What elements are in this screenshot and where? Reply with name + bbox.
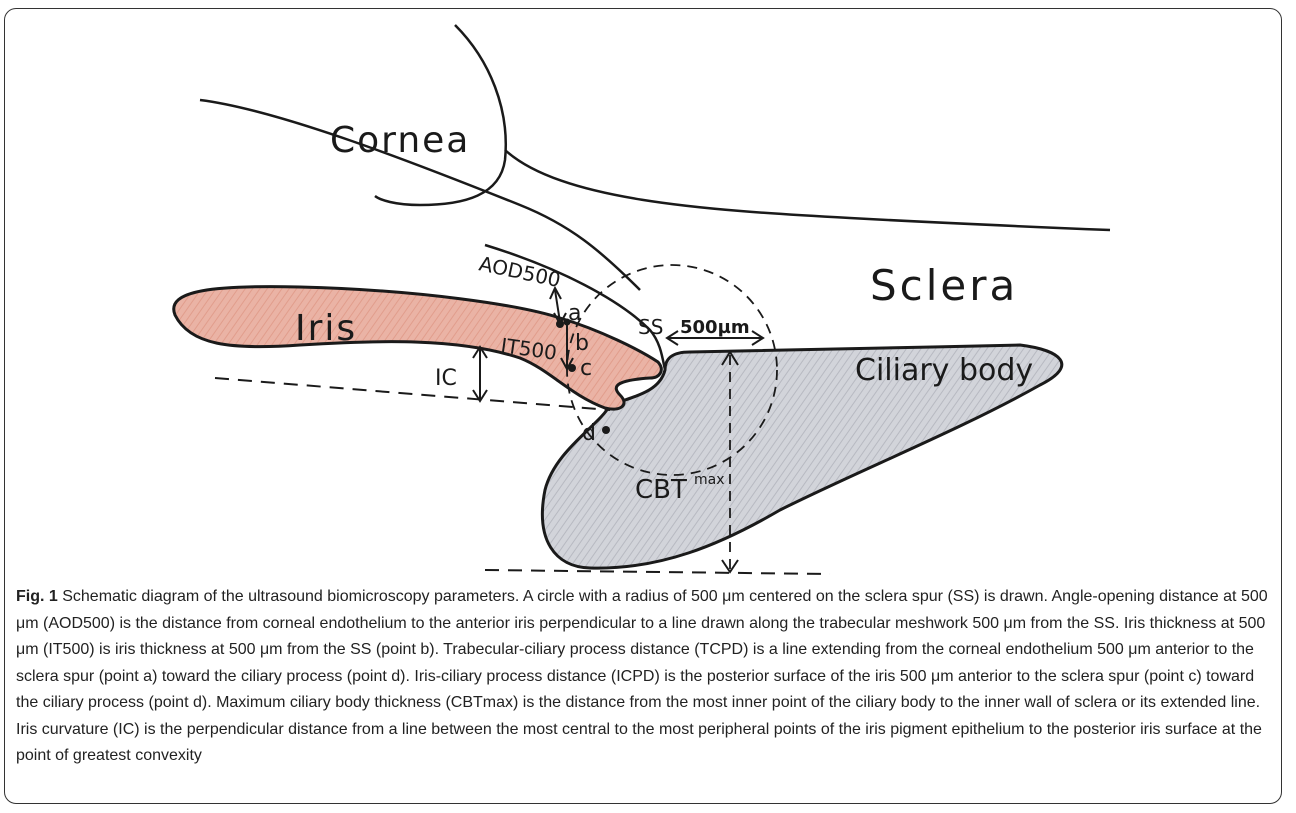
- label-cbtmax: CBT: [635, 475, 687, 505]
- point-a-dot: [556, 320, 564, 328]
- figure-caption-text: Schematic diagram of the ultrasound biom…: [16, 588, 1268, 764]
- label-iris: Iris: [295, 308, 357, 349]
- point-c-dot: [568, 364, 576, 372]
- label-500um: 500µm: [680, 317, 750, 338]
- label-point-b: b: [575, 331, 589, 356]
- ic-baseline-dashed: [215, 378, 610, 410]
- point-d-dot: [602, 426, 610, 434]
- label-cbtmax-sup: max: [694, 472, 725, 488]
- ubm-schematic-diagram: Cornea Sclera Iris Ciliary body AOD500 I…: [0, 0, 1296, 580]
- figure-caption: Fig. 1 Schematic diagram of the ultrasou…: [16, 584, 1271, 770]
- label-ciliary-body: Ciliary body: [855, 353, 1033, 388]
- label-sclera: Sclera: [870, 261, 1018, 310]
- cornea-inner-curve: [375, 25, 506, 205]
- figure-label: Fig. 1: [16, 588, 58, 605]
- label-point-a: a: [568, 301, 581, 326]
- label-ss: SS: [638, 315, 663, 339]
- label-cornea: Cornea: [330, 120, 470, 161]
- label-ic: IC: [435, 366, 457, 391]
- label-point-c: c: [580, 356, 592, 381]
- sclera-extended-line-dashed: [485, 570, 830, 574]
- sclera-outer-surface: [505, 150, 1110, 230]
- label-point-d: d: [582, 421, 596, 446]
